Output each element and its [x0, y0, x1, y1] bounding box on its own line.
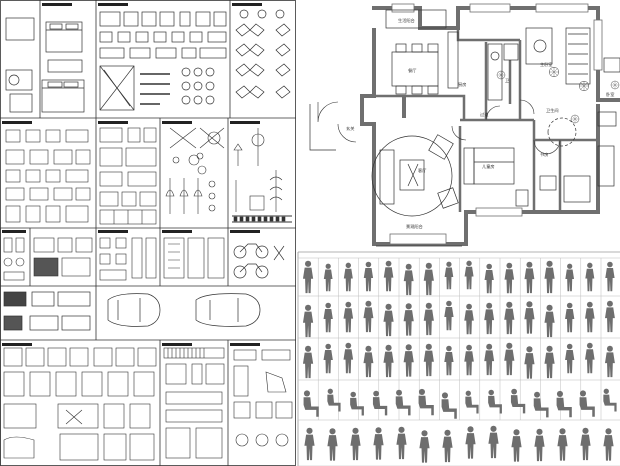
room-label-entrance: 玄关	[346, 125, 354, 132]
panel-sanitary	[3, 237, 93, 281]
floor-plan: 生活阳台 餐厅 厨房 卫 主卧室 卧室 玄关 过道 卫生间 客厅 儿童房 书房 …	[309, 3, 620, 247]
room-label-living: 客厅	[418, 167, 426, 174]
panel-gym	[233, 349, 293, 447]
panel-chairs	[235, 9, 291, 99]
room-label-balcony-bottom: 景观阳台	[406, 223, 423, 230]
panel-cabinets	[99, 127, 157, 225]
motorcycle-icon	[233, 243, 285, 279]
panel-doors	[99, 237, 157, 281]
room-label-right-room: 卧室	[606, 91, 614, 98]
panel-appliances	[5, 129, 91, 223]
panel-car-icons	[3, 291, 261, 331]
room-label-dining: 餐厅	[408, 67, 416, 74]
panel-storage	[163, 347, 225, 459]
panel-lamps	[165, 127, 225, 214]
dining-table	[391, 43, 439, 95]
room-label-bath: 卫生间	[546, 107, 559, 114]
room-label-balcony-top: 生活阳台	[398, 17, 415, 24]
panel-shelves	[163, 237, 225, 279]
room-label-master: 主卧室	[540, 61, 553, 68]
room-label-kitchen: 厨房	[458, 81, 466, 88]
room-label-corridor: 过道	[480, 111, 489, 118]
panel-kitchen-units	[3, 347, 157, 461]
room-label-wc: 卫	[505, 78, 509, 83]
room-label-bedroom: 儿童房	[482, 163, 495, 170]
bed-master	[463, 147, 529, 207]
panel-furniture-b	[99, 11, 227, 111]
panel-plants	[232, 128, 292, 223]
room-label-study: 书房	[540, 151, 548, 158]
cad-block-library	[0, 0, 296, 466]
living-room-furniture	[371, 134, 459, 217]
panel-beds	[5, 17, 85, 113]
people-silhouettes-sheet	[297, 251, 620, 466]
